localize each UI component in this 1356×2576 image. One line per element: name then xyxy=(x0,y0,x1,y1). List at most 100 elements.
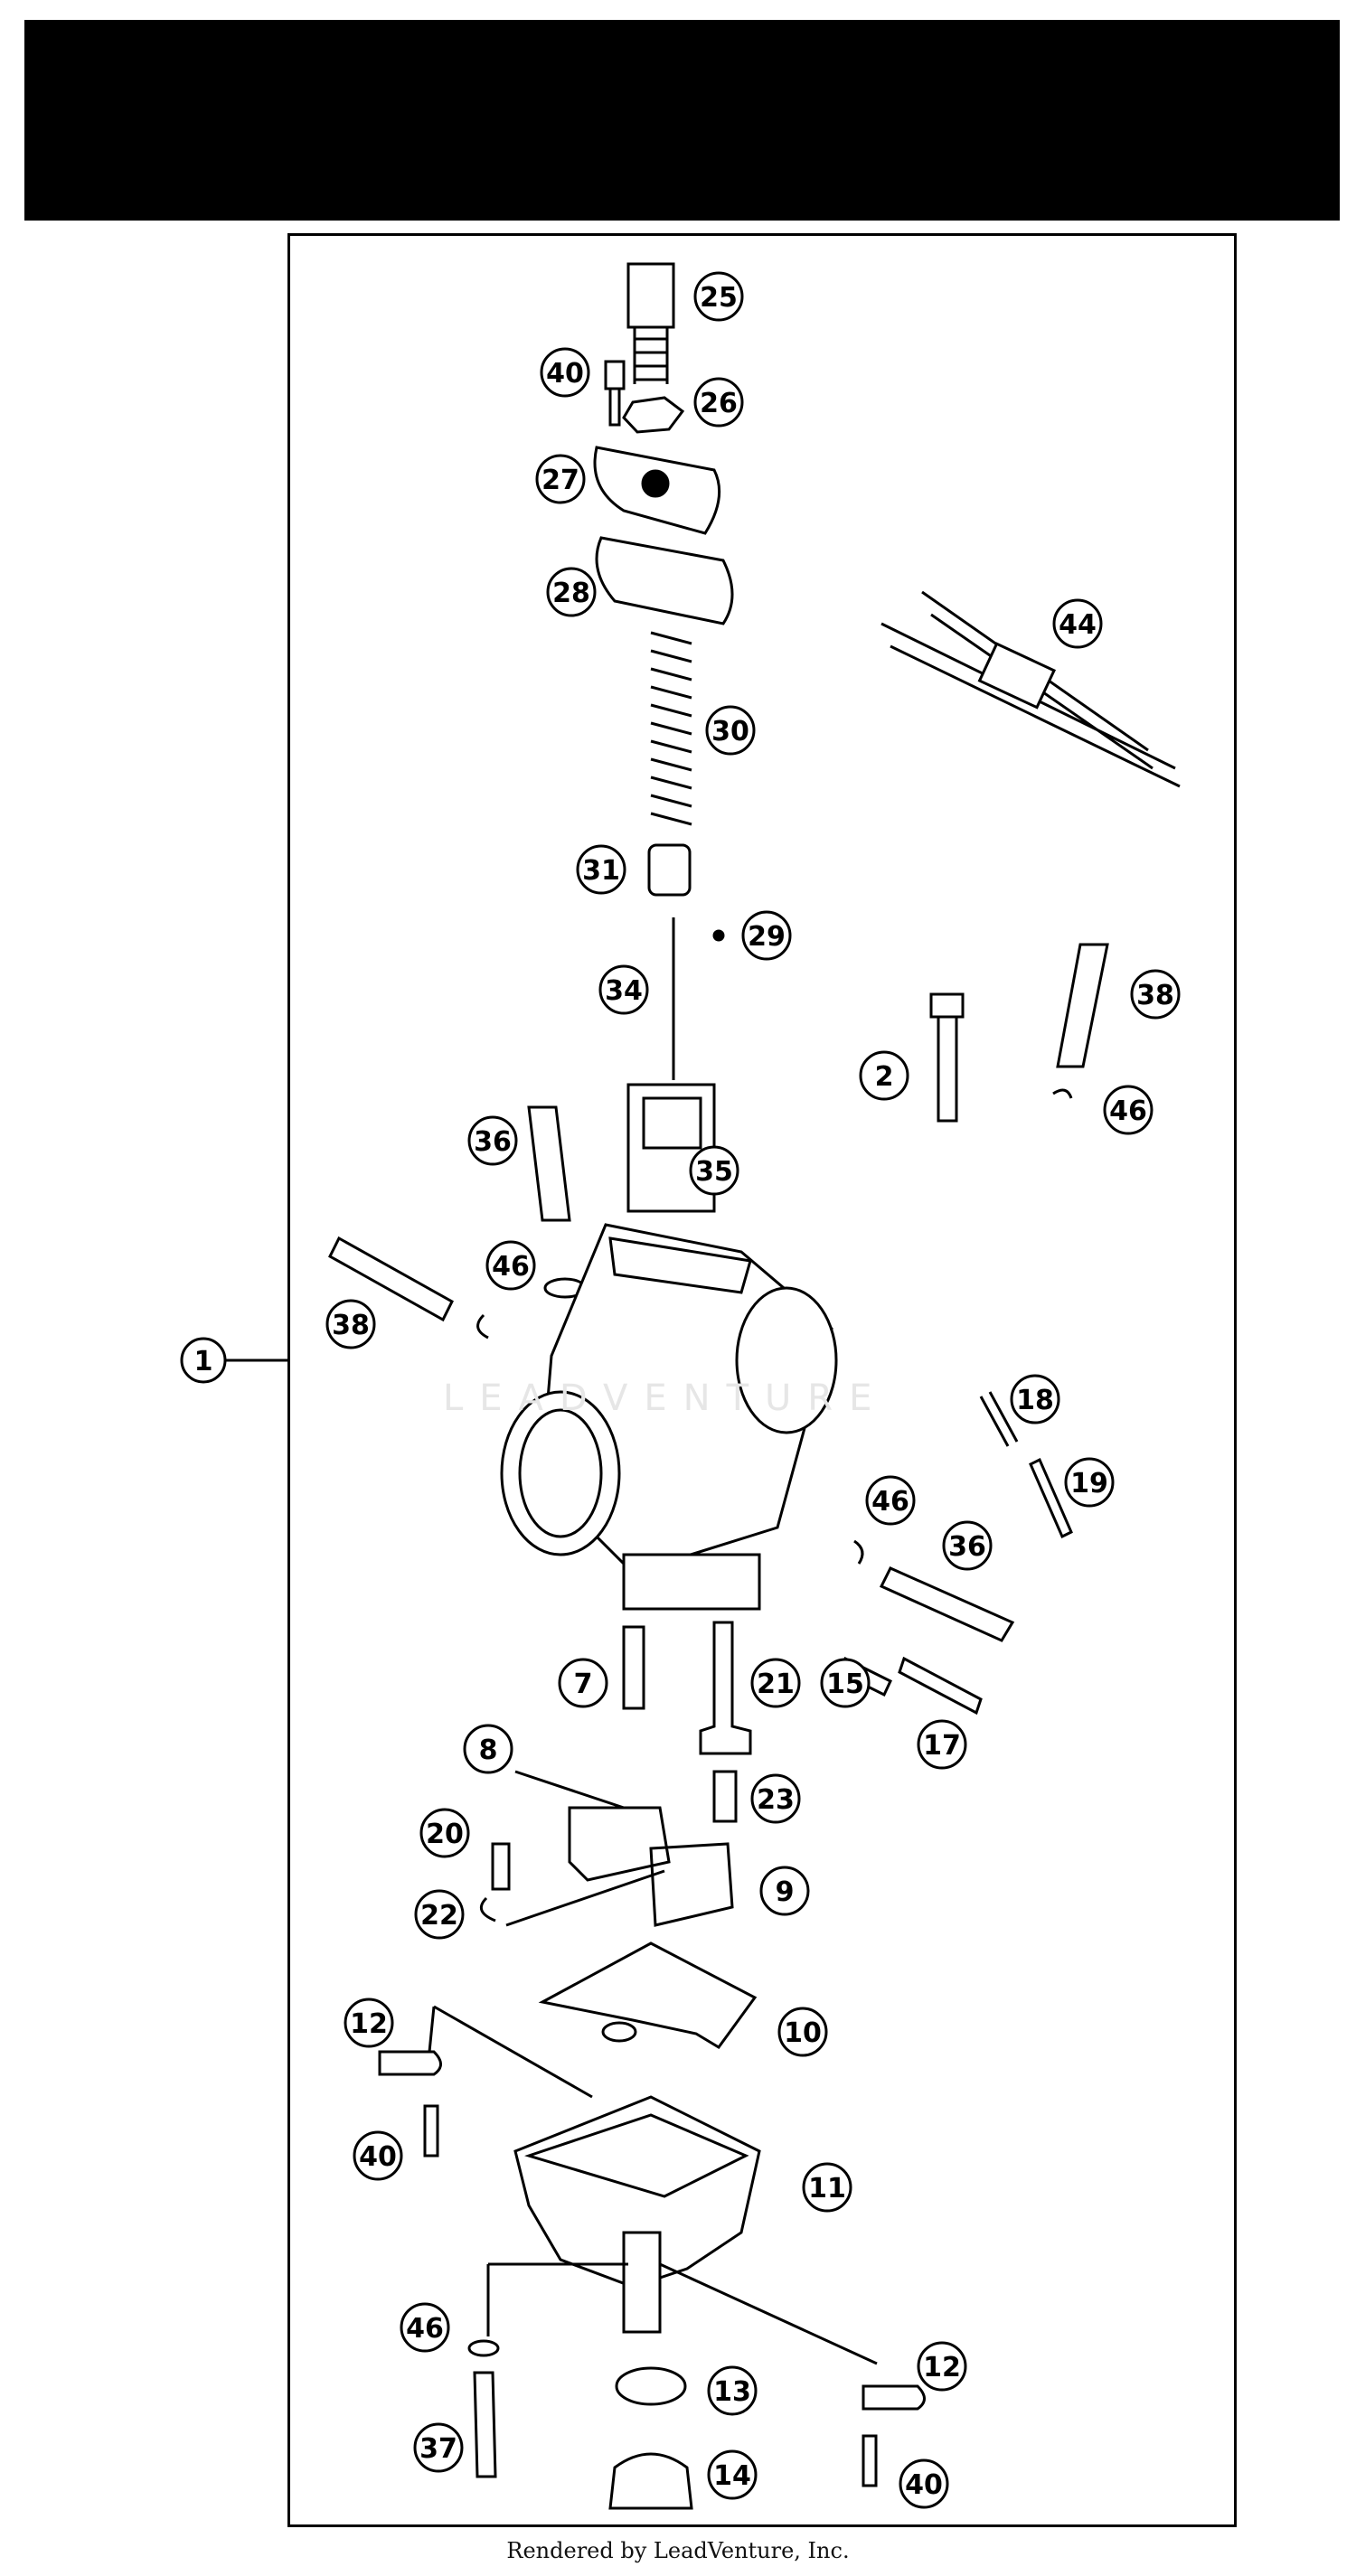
callout-circle xyxy=(750,1773,801,1824)
callout-29: 29 xyxy=(741,910,792,961)
part-bracket-12a xyxy=(378,2050,442,2076)
part-screw-40c xyxy=(862,2434,878,2487)
callout-circle xyxy=(759,1866,810,1916)
part-clip-46d xyxy=(853,1539,864,1565)
callout-circle xyxy=(899,2458,949,2509)
callout-21: 21 xyxy=(750,1658,801,1708)
part-jet-7 xyxy=(622,1625,645,1710)
part-screw-40b xyxy=(423,2104,439,2158)
callout-26: 26 xyxy=(693,377,744,428)
callout-circle xyxy=(802,2162,852,2213)
part-23 xyxy=(712,1770,738,1823)
callout-number: 12 xyxy=(350,2008,388,2040)
callout-circle xyxy=(820,1658,871,1708)
callout-number: 36 xyxy=(474,1126,512,1158)
callout-15: 15 xyxy=(820,1658,871,1708)
callout-23: 23 xyxy=(750,1773,801,1824)
callout-number: 15 xyxy=(826,1669,864,1700)
callout-10: 10 xyxy=(777,2007,828,2057)
callout-number: 44 xyxy=(1059,609,1097,641)
watermark: LEADVENTURE xyxy=(443,1377,888,1419)
callout-circle xyxy=(400,2302,450,2353)
part-hose-far-left xyxy=(328,1236,454,1322)
callout-circle xyxy=(414,1889,465,1940)
callout-circle xyxy=(865,1475,916,1526)
callout-number: 36 xyxy=(948,1531,986,1563)
callout-number: 46 xyxy=(871,1486,909,1518)
callout-36: 36 xyxy=(942,1520,993,1571)
callout-28: 28 xyxy=(546,567,597,617)
callout-11: 11 xyxy=(802,2162,852,2213)
callout-circle xyxy=(558,1658,608,1708)
callout-number: 28 xyxy=(552,578,590,609)
callout-circle xyxy=(1010,1374,1060,1424)
callout-14: 14 xyxy=(707,2449,758,2500)
callout-number: 40 xyxy=(546,358,584,390)
callout-number: 2 xyxy=(875,1061,894,1093)
callout-18: 18 xyxy=(1010,1374,1060,1424)
part-clip xyxy=(712,929,725,942)
part-idle-screw xyxy=(929,992,965,1123)
callout-circle xyxy=(777,2007,828,2057)
part-spring-small xyxy=(979,1391,1019,1447)
callout-number: 17 xyxy=(923,1730,961,1762)
callout-44: 44 xyxy=(1052,598,1103,649)
callout-38: 38 xyxy=(1130,969,1181,1020)
callout-46: 46 xyxy=(1103,1085,1154,1135)
callout-circle xyxy=(1103,1085,1154,1135)
callout-circle xyxy=(1130,969,1181,1020)
callout-circle xyxy=(741,910,792,961)
callout-34: 34 xyxy=(598,964,649,1015)
callout-36: 36 xyxy=(467,1115,518,1166)
part-spring xyxy=(650,631,692,826)
part-carburetor-body xyxy=(500,1223,838,1611)
callout-30: 30 xyxy=(705,705,756,756)
callout-8: 8 xyxy=(463,1724,513,1774)
part-20 xyxy=(491,1842,511,1891)
callout-number: 46 xyxy=(1109,1095,1147,1127)
callout-number: 19 xyxy=(1070,1468,1108,1500)
callout-number: 40 xyxy=(905,2469,943,2501)
callout-9: 9 xyxy=(759,1866,810,1916)
callout-circle xyxy=(917,1719,967,1770)
callout-circle xyxy=(707,2449,758,2500)
callout-number: 14 xyxy=(713,2460,751,2492)
callout-number: 8 xyxy=(479,1735,498,1766)
part-o-ring xyxy=(615,2366,687,2406)
callout-number: 9 xyxy=(776,1876,795,1908)
callout-circle xyxy=(693,271,744,322)
callout-12: 12 xyxy=(344,1998,394,2048)
callout-circle xyxy=(576,844,626,895)
callout-circle xyxy=(485,1240,536,1291)
callout-circle xyxy=(467,1115,518,1166)
callout-number: 35 xyxy=(695,1156,733,1188)
callout-circle xyxy=(1052,598,1103,649)
callout-37: 37 xyxy=(413,2422,464,2473)
part-cap-center xyxy=(641,469,670,498)
part-hose-lower xyxy=(879,1566,1015,1642)
callout-number: 25 xyxy=(700,282,738,314)
diagram-frame xyxy=(287,233,1237,2527)
callout-46: 46 xyxy=(400,2302,450,2353)
callout-number: 34 xyxy=(605,975,643,1007)
callout-22: 22 xyxy=(414,1889,465,1940)
callout-circle xyxy=(535,454,586,504)
callout-number: 10 xyxy=(784,2017,822,2049)
callout-circle xyxy=(325,1299,376,1349)
part-cable-sleeve xyxy=(977,642,1057,710)
callout-27: 27 xyxy=(535,454,586,504)
callout-46: 46 xyxy=(865,1475,916,1526)
callout-circle xyxy=(750,1658,801,1708)
part-gasket-top xyxy=(595,536,734,625)
callout-2: 2 xyxy=(859,1050,909,1101)
callout-number: 26 xyxy=(700,388,738,419)
callout-circle xyxy=(917,2341,967,2392)
callout-40: 40 xyxy=(899,2458,949,2509)
callout-number: 29 xyxy=(748,921,786,953)
footer-credit: Rendered by LeadVenture, Inc. xyxy=(506,2538,850,2563)
callout-number: 21 xyxy=(757,1669,795,1700)
callout-number: 38 xyxy=(332,1310,370,1341)
part-gasket-bottom xyxy=(538,1941,758,2049)
